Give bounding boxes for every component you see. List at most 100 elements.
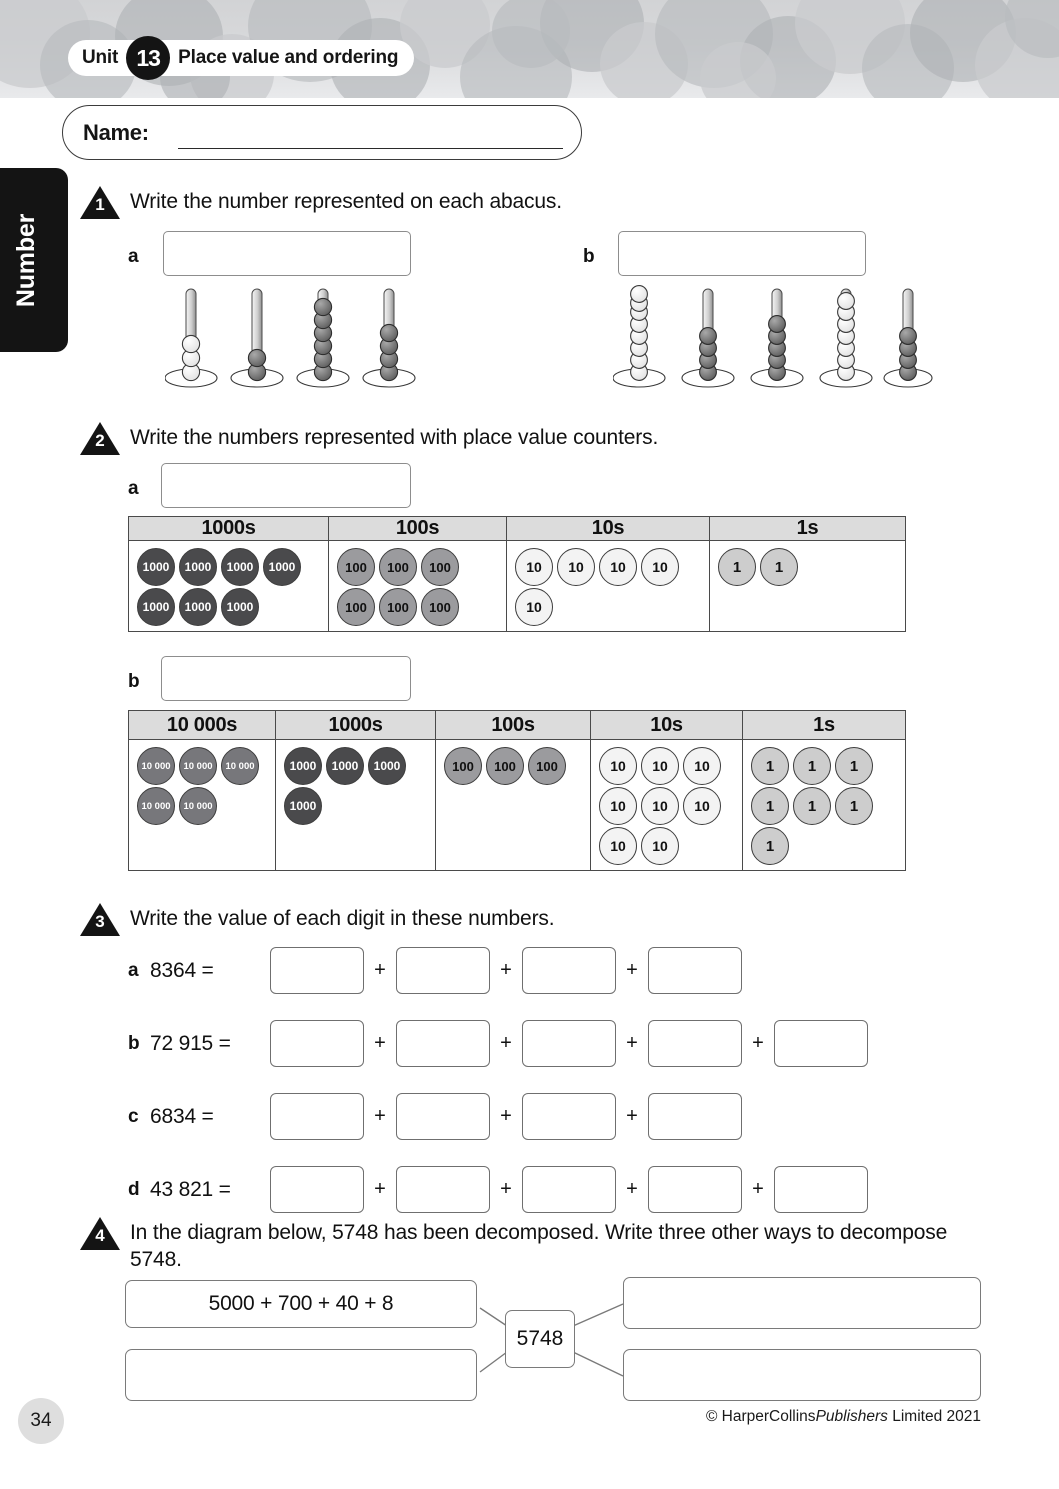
copyright-pre: © HarperCollins [705, 1408, 816, 1425]
counter-100: 100 [337, 588, 375, 626]
place-value-table-2a: 1000s 100s 10s 1s 1000 1000 1000 1000 10… [128, 516, 906, 632]
counter-100: 100 [486, 747, 524, 785]
question-3c-box-4[interactable] [648, 1093, 742, 1140]
plus-sign: + [752, 1178, 764, 1200]
page-number: 34 [18, 1398, 64, 1444]
question-3a-box-2[interactable] [396, 947, 490, 994]
question-3c-box-1[interactable] [270, 1093, 364, 1140]
pv-header-1000s: 1000s [276, 711, 436, 739]
abacus-1b [612, 282, 933, 395]
counter-1: 1 [835, 787, 873, 825]
question-3d-box-3[interactable] [522, 1166, 616, 1213]
decompose-connector-lines [479, 1303, 624, 1377]
decompose-box-top-left[interactable]: 5000 + 700 + 40 + 8 [125, 1280, 477, 1328]
pv-table-2a-body: 1000 1000 1000 1000 1000 1000 1000 100 1… [129, 541, 905, 631]
question-3c-box-2[interactable] [396, 1093, 490, 1140]
question-3d-box-2[interactable] [396, 1166, 490, 1213]
counter-1: 1 [718, 548, 756, 586]
pv-cell-100s: 100 100 100 [436, 740, 591, 870]
pv-header-1000s: 1000s [129, 517, 329, 540]
counter-1000: 1000 [179, 588, 217, 626]
question-3c-box-3[interactable] [522, 1093, 616, 1140]
counter-10: 10 [515, 588, 553, 626]
pv-cell-1s: 1 1 1 1 1 1 1 [743, 740, 905, 870]
question-1a-answer-box[interactable] [163, 231, 411, 276]
copyright-notice: © HarperCollinsPublishers Limited 2021 [706, 1408, 981, 1426]
counter-10000: 10 000 [179, 787, 217, 825]
counter-1: 1 [835, 747, 873, 785]
pv-cell-1s: 1 1 [710, 541, 905, 631]
counter-1000: 1000 [137, 548, 175, 586]
plus-sign: + [500, 1178, 512, 1200]
counter-10: 10 [515, 548, 553, 586]
question-4-number: 4 [95, 1226, 105, 1245]
question-3a-box-3[interactable] [522, 947, 616, 994]
decompose-box-top-right[interactable] [623, 1277, 981, 1329]
question-2b-letter: b [128, 671, 140, 692]
counter-1: 1 [751, 787, 789, 825]
question-2a-answer-box[interactable] [161, 463, 411, 508]
counter-1000: 1000 [368, 747, 406, 785]
copyright-publisher: Publishers [815, 1408, 888, 1425]
counter-1000: 1000 [284, 787, 322, 825]
question-3b-box-5[interactable] [774, 1020, 868, 1067]
question-3d-box-5[interactable] [774, 1166, 868, 1213]
pv-header-100s: 100s [329, 517, 507, 540]
counter-1000: 1000 [326, 747, 364, 785]
question-3d-box-1[interactable] [270, 1166, 364, 1213]
question-3-row-d: d 43 821 = + + + + [128, 1166, 868, 1213]
question-3a-letter: a [128, 959, 139, 981]
counter-10: 10 [641, 747, 679, 785]
question-3d-box-4[interactable] [648, 1166, 742, 1213]
question-4-diagram: 5000 + 700 + 40 + 8 5748 [125, 1277, 985, 1401]
counter-100: 100 [444, 747, 482, 785]
decompose-box-bottom-right[interactable] [623, 1349, 981, 1401]
question-3a-box-1[interactable] [270, 947, 364, 994]
place-value-table-2b: 10 000s 1000s 100s 10s 1s 10 000 10 000 … [128, 710, 906, 871]
plus-sign: + [752, 1032, 764, 1054]
pv-header-1s: 1s [796, 517, 819, 539]
question-4-text: In the diagram below, 5748 has been deco… [130, 1221, 948, 1271]
counter-10: 10 [599, 747, 637, 785]
question-3b-box-1[interactable] [270, 1020, 364, 1067]
question-3b-box-4[interactable] [648, 1020, 742, 1067]
section-tab-label: Number [12, 213, 41, 307]
plus-sign: + [374, 1105, 386, 1127]
question-3-text: Write the value of each digit in these n… [130, 907, 555, 930]
decompose-center-value: 5748 [505, 1310, 575, 1368]
question-2-number: 2 [95, 431, 105, 450]
abacus-1a [164, 282, 430, 395]
plus-sign: + [626, 1105, 638, 1127]
counter-10000: 10 000 [137, 787, 175, 825]
question-3b-box-3[interactable] [522, 1020, 616, 1067]
question-3a-box-4[interactable] [648, 947, 742, 994]
counter-1: 1 [793, 747, 831, 785]
counter-10: 10 [641, 548, 679, 586]
section-tab-number: Number [0, 168, 68, 352]
counter-100: 100 [421, 548, 459, 586]
pv-header-10s: 10s [507, 517, 710, 540]
question-2b-answer-box[interactable] [161, 656, 411, 701]
plus-sign: + [500, 1105, 512, 1127]
unit-title: Place value and ordering [178, 47, 399, 68]
question-3c-letter: c [128, 1105, 139, 1127]
counter-10: 10 [641, 827, 679, 865]
pv-cell-10s: 10 10 10 10 10 [507, 541, 710, 631]
name-field[interactable]: Name: [62, 105, 582, 160]
counter-100: 100 [379, 548, 417, 586]
counter-100: 100 [421, 588, 459, 626]
question-3b-number: 72 915 = [150, 1031, 231, 1055]
pv-cell-100s: 100 100 100 100 100 100 [329, 541, 507, 631]
unit-banner: Unit 13 Place value and ordering [68, 36, 415, 80]
question-1b-answer-box[interactable] [618, 231, 866, 276]
counter-10: 10 [599, 787, 637, 825]
question-3b-box-2[interactable] [396, 1020, 490, 1067]
name-writing-line [178, 148, 563, 149]
question-4-marker: 4 [80, 1217, 120, 1250]
unit-number-badge: 13 [126, 36, 171, 80]
plus-sign: + [374, 1032, 386, 1054]
question-3a-number: 8364 = [150, 958, 214, 982]
decompose-box-bottom-left[interactable] [125, 1349, 477, 1401]
question-3-row-b: b 72 915 = + + + + [128, 1020, 868, 1067]
decompose-value-top-left: 5000 + 700 + 40 + 8 [208, 1292, 394, 1315]
